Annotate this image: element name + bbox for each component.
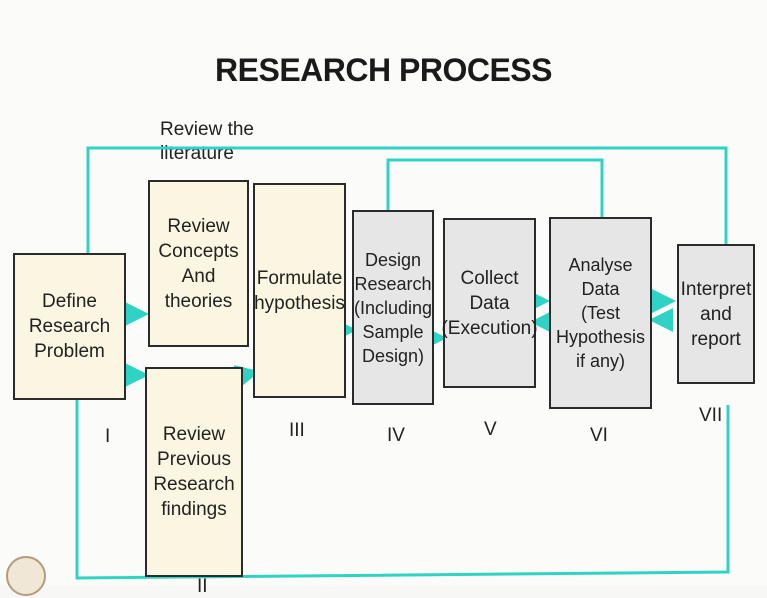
numeral-vi: VI [590,425,608,446]
numeral-vii: VII [699,405,723,426]
box-interpret-report: Interpret and report [677,244,755,384]
feedback-loop-bottom [75,400,730,580]
feedback-loop-top [86,146,728,290]
box-analyse-data: Analyse Data (Test Hypothesis if any) [549,217,652,409]
numeral-i: I [105,426,111,447]
institution-logo-icon [6,556,46,596]
numeral-v: V [484,419,497,440]
box-design-research: Design Research (Including Sample Design… [352,210,434,405]
numeral-iv: IV [387,425,405,446]
review-literature-label: Review the literature [160,119,254,164]
numeral-ii: II [197,576,208,597]
box-review-concepts: Review Concepts And theories [148,180,249,347]
box-formulate-hypothesis: Formulate hypothesis [253,183,346,398]
numeral-iii: III [289,420,305,441]
slide: RESEARCH PROCESS Review the literature [6,52,755,597]
box-define-research-problem: Define Research Problem [13,253,126,400]
box-review-previous-findings: Review Previous Research findings [145,367,243,577]
diagram-title: RESEARCH PROCESS [215,52,552,88]
feedback-loop-analyse-design [386,158,604,217]
box-collect-data: Collect Data (Execution) [441,218,538,388]
